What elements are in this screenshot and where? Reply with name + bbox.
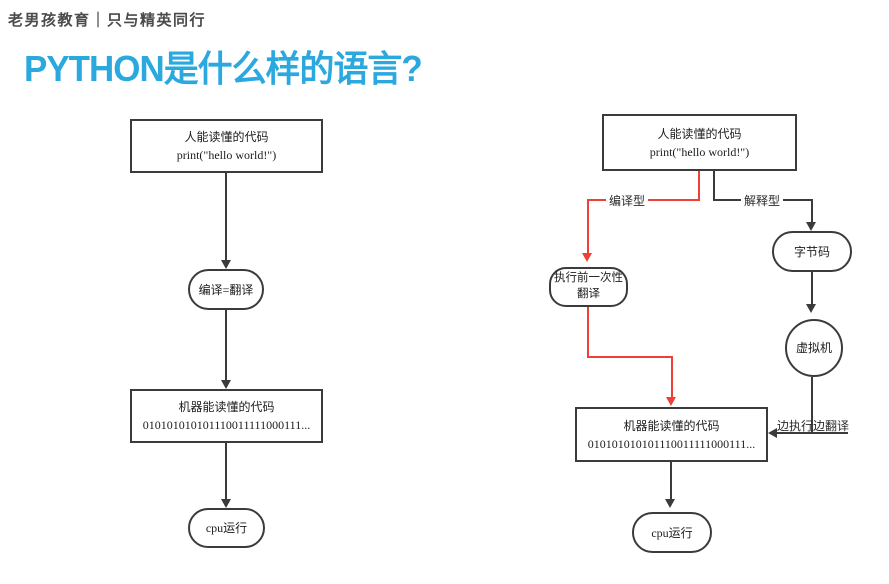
connector-line [225, 310, 227, 380]
connector-line [811, 377, 813, 433]
machine-code-line2: 010101010101110011111000111... [587, 436, 756, 451]
connector-line [225, 443, 227, 499]
compiled-branch-line [587, 199, 589, 253]
arrowhead-down-icon [221, 260, 231, 269]
compiled-branch-line [698, 171, 700, 201]
human-code-line2: print("hello world!") [649, 144, 750, 159]
right-human-code-box: 人能读懂的代码 print("hello world!") [602, 114, 797, 171]
brand-text: 老男孩教育｜只与精英同行 [8, 12, 207, 29]
bytecode-pill: 字节码 [772, 231, 852, 272]
arrowhead-down-icon [806, 304, 816, 313]
compiled-branch-label: 编译型 [606, 192, 649, 209]
cpu-label: cpu运行 [205, 521, 248, 535]
arrowhead-down-icon [221, 380, 231, 389]
left-human-code-box: 人能读懂的代码 print("hello world!") [130, 119, 323, 173]
connector-line [770, 432, 848, 434]
compiled-branch-line [671, 356, 673, 398]
connector-line [811, 272, 813, 304]
interpreted-branch-line [713, 171, 715, 201]
right-cpu-pill: cpu运行 [632, 512, 712, 553]
compiled-branch-line [587, 356, 673, 358]
arrowhead-down-icon [665, 499, 675, 508]
arrowhead-left-icon [768, 428, 777, 438]
pretranslate-line1: 执行前一次性 [554, 272, 623, 285]
cpu-label: cpu运行 [651, 525, 693, 540]
machine-code-line1: 机器能读懂的代码 [178, 400, 275, 414]
arrowhead-down-icon [666, 397, 676, 406]
page-title: PYTHON是什么样的语言? [24, 48, 423, 89]
bytecode-label: 字节码 [793, 244, 830, 259]
pretranslate-line2: 翻译 [577, 288, 600, 300]
human-code-line2: print("hello world!") [176, 148, 277, 162]
machine-code-line1: 机器能读懂的代码 [623, 418, 720, 433]
machine-code-line2: 010101010101110011111000111... [142, 418, 311, 432]
connector-line [225, 173, 227, 261]
interpret-while-run-label: 边执行边翻译 [777, 419, 850, 433]
arrowhead-down-icon [221, 499, 231, 508]
arrowhead-down-icon [806, 222, 816, 231]
connector-line [670, 462, 672, 499]
interpreted-branch-label: 解释型 [741, 192, 784, 209]
interpreted-branch-line [811, 199, 813, 223]
left-compile-pill: 编译=翻译 [188, 269, 264, 310]
vm-label: 虚拟机 [795, 341, 832, 355]
arrowhead-down-icon [582, 253, 592, 262]
vm-circle: 虚拟机 [785, 319, 843, 377]
left-machine-code-box: 机器能读懂的代码 010101010101110011111000111... [130, 389, 323, 443]
human-code-line1: 人能读懂的代码 [184, 130, 269, 144]
compile-label: 编译=翻译 [198, 282, 254, 297]
pretranslate-pill: 执行前一次性 翻译 [549, 267, 628, 307]
compiled-branch-line [587, 307, 589, 357]
right-machine-code-box: 机器能读懂的代码 010101010101110011111000111... [575, 407, 768, 462]
left-cpu-pill: cpu运行 [188, 508, 265, 548]
human-code-line1: 人能读懂的代码 [657, 126, 742, 141]
